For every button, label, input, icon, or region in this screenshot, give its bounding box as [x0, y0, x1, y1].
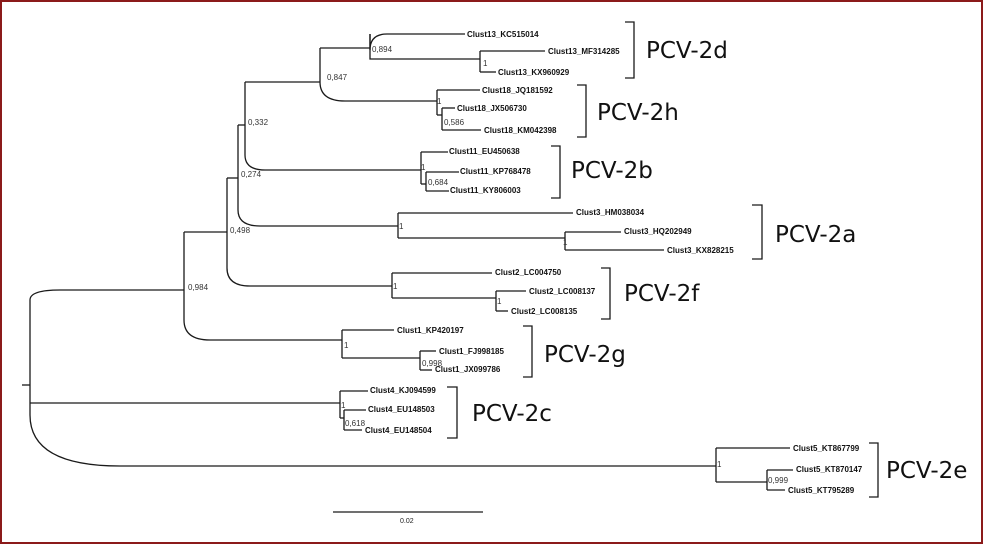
branch	[226, 178, 392, 287]
clade-label: PCV-2e	[886, 458, 967, 484]
clade-label: PCV-2h	[597, 100, 679, 126]
clade-bracket	[447, 386, 458, 439]
support-value: 1	[421, 163, 426, 172]
taxon-label: Clust1_FJ998185	[439, 347, 504, 356]
branch	[183, 232, 342, 341]
clade-label: PCV-2b	[571, 158, 653, 184]
taxon-label: Clust4_KJ094599	[370, 386, 436, 395]
support-value: 0,998	[422, 359, 443, 368]
branch	[29, 289, 184, 301]
taxon-label: Clust5_KT795289	[788, 486, 855, 495]
taxon-label: Clust2_LC008137	[529, 287, 596, 296]
taxon-label: Clust18_KM042398	[484, 126, 557, 135]
taxon-label: Clust11_EU450638	[449, 147, 520, 156]
clade-bracket	[601, 267, 611, 320]
support-value: 1	[437, 97, 442, 106]
scale-bar-label: 0.02	[400, 518, 414, 525]
branch	[369, 34, 480, 60]
taxon-label: Clust13_KX960929	[498, 68, 570, 77]
support-value: 0,274	[241, 170, 262, 179]
branch	[319, 81, 437, 102]
clade-bracket	[752, 204, 763, 260]
taxon-label: Clust18_JQ181592	[482, 86, 553, 95]
support-value: 1	[483, 59, 488, 68]
clade-bracket	[551, 145, 561, 199]
support-value: 1	[497, 297, 502, 306]
branch	[237, 125, 398, 227]
support-value: 1	[717, 460, 722, 469]
support-value: 0,984	[188, 283, 209, 292]
taxon-label: Clust5_KT870147	[796, 465, 863, 474]
support-value: 1	[399, 222, 404, 231]
taxon-label: Clust3_KX828215	[667, 246, 734, 255]
support-value: 0,684	[428, 178, 449, 187]
support-value: 0,847	[327, 73, 348, 82]
taxon-label: Clust18_JX506730	[457, 104, 527, 113]
taxon-label: Clust2_LC008135	[511, 307, 578, 316]
branch	[29, 390, 716, 467]
taxon-label: Clust11_KY806003	[450, 186, 521, 195]
support-value: 1	[563, 238, 568, 247]
taxon-label: Clust13_MF314285	[548, 47, 620, 56]
branch	[244, 82, 421, 171]
taxon-label: Clust5_KT867799	[793, 444, 860, 453]
support-value: 0,332	[248, 118, 269, 127]
clade-bracket	[577, 84, 587, 138]
clade-label: PCV-2g	[544, 342, 626, 368]
taxon-label: Clust3_HQ202949	[624, 227, 692, 236]
support-value: 1	[344, 341, 349, 350]
clade-label: PCV-2c	[472, 401, 552, 427]
clade-bracket	[523, 325, 533, 378]
taxon-label: Clust13_KC515014	[467, 30, 539, 39]
taxon-label: Clust2_LC004750	[495, 268, 562, 277]
clade-label: PCV-2d	[646, 38, 728, 64]
support-value: 0,618	[345, 419, 366, 428]
taxon-label: Clust1_JX099786	[435, 365, 501, 374]
taxon-label: Clust1_KP420197	[397, 326, 464, 335]
support-value: 1	[393, 282, 398, 291]
clade-bracket	[869, 442, 879, 498]
support-value: 0,894	[372, 45, 393, 54]
clade-bracket	[625, 21, 635, 79]
support-value: 1	[341, 401, 346, 410]
support-value: 0,498	[230, 226, 251, 235]
support-value: 0,586	[444, 118, 465, 127]
taxon-label: Clust3_HM038034	[576, 208, 645, 217]
taxon-label: Clust4_EU148504	[365, 426, 432, 435]
clade-label: PCV-2f	[624, 281, 700, 307]
taxon-label: Clust4_EU148503	[368, 405, 435, 414]
support-value: 0,999	[768, 476, 789, 485]
clade-label: PCV-2a	[775, 222, 856, 248]
taxon-label: Clust11_KP768478	[460, 167, 531, 176]
